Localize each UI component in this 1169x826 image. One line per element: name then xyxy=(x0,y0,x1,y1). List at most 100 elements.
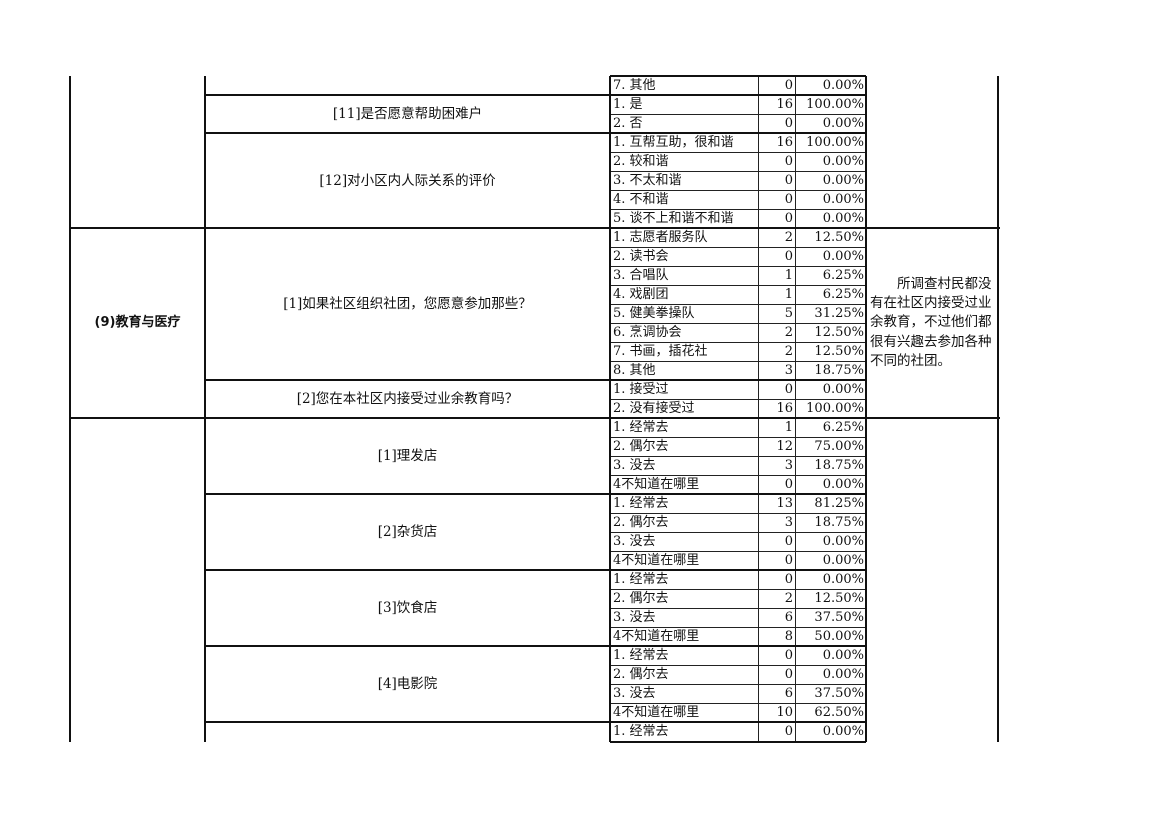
option-percent: 62.50% xyxy=(795,703,867,723)
option-count: 16 xyxy=(758,399,796,419)
section-note xyxy=(868,418,996,741)
option-count: 2 xyxy=(758,589,796,609)
divider xyxy=(205,94,867,96)
option-count: 12 xyxy=(758,437,796,457)
section-note xyxy=(868,76,996,228)
option-count: 3 xyxy=(758,513,796,533)
option-label: 3. 不太和谐 xyxy=(610,171,759,191)
option-label: 2. 较和谐 xyxy=(610,152,759,172)
question-label: [12]对小区内人际关系的评价 xyxy=(319,172,496,189)
option-percent: 0.00% xyxy=(795,209,867,229)
option-count: 0 xyxy=(758,380,796,400)
option-label: 1. 经常去 xyxy=(610,418,759,438)
option-percent: 18.75% xyxy=(795,513,867,533)
option-percent: 12.50% xyxy=(795,589,867,609)
option-percent: 81.25% xyxy=(795,494,867,514)
divider xyxy=(204,76,206,742)
option-percent: 0.00% xyxy=(795,380,867,400)
option-percent: 0.00% xyxy=(795,171,867,191)
option-percent: 0.00% xyxy=(795,532,867,552)
option-count: 2 xyxy=(758,342,796,362)
option-percent: 12.50% xyxy=(795,342,867,362)
option-count: 0 xyxy=(758,570,796,590)
option-percent: 18.75% xyxy=(795,361,867,381)
option-label: 2. 偶尔去 xyxy=(610,589,759,609)
divider xyxy=(997,76,999,742)
option-count: 6 xyxy=(758,608,796,628)
option-label: 7. 其他 xyxy=(610,76,759,96)
question-label xyxy=(205,76,610,95)
option-count: 13 xyxy=(758,494,796,514)
option-count: 0 xyxy=(758,209,796,229)
divider xyxy=(205,493,867,495)
option-percent: 0.00% xyxy=(795,475,867,495)
option-count: 0 xyxy=(758,76,796,96)
option-label: 4不知道在哪里 xyxy=(610,475,759,495)
option-percent: 0.00% xyxy=(795,190,867,210)
option-label: 3. 没去 xyxy=(610,532,759,552)
option-percent: 37.50% xyxy=(795,684,867,704)
option-percent: 0.00% xyxy=(795,570,867,590)
section-label: (9)教育与医疗 xyxy=(94,315,181,330)
divider xyxy=(610,75,866,77)
option-label: 7. 书画，插花社 xyxy=(610,342,759,362)
option-count: 16 xyxy=(758,95,796,115)
option-count: 10 xyxy=(758,703,796,723)
option-label: 8. 其他 xyxy=(610,361,759,381)
option-label: 1. 经常去 xyxy=(610,646,759,666)
option-label: 4. 不和谐 xyxy=(610,190,759,210)
option-percent: 18.75% xyxy=(795,456,867,476)
option-label: 1. 经常去 xyxy=(610,570,759,590)
option-percent: 6.25% xyxy=(795,418,867,438)
option-label: 2. 否 xyxy=(610,114,759,134)
option-label: 2. 读书会 xyxy=(610,247,759,267)
option-percent: 0.00% xyxy=(795,76,867,96)
option-count: 0 xyxy=(758,190,796,210)
option-label: 4. 戏剧团 xyxy=(610,285,759,305)
option-percent: 31.25% xyxy=(795,304,867,324)
question-label: [4]电影院 xyxy=(377,676,438,692)
question-label: [1]理发店 xyxy=(377,448,438,464)
option-label: 5. 谈不上和谐不和谐 xyxy=(610,209,759,229)
option-label: 2. 偶尔去 xyxy=(610,665,759,685)
question-label: [2]您在本社区内接受过业余教育吗？ xyxy=(296,391,519,407)
option-label: 1. 志愿者服务队 xyxy=(610,228,759,248)
option-count: 1 xyxy=(758,418,796,438)
option-count: 0 xyxy=(758,646,796,666)
option-label: 3. 没去 xyxy=(610,456,759,476)
question-label xyxy=(205,722,610,741)
option-count: 8 xyxy=(758,627,796,647)
option-label: 1. 接受过 xyxy=(610,380,759,400)
divider xyxy=(610,741,866,743)
option-percent: 100.00% xyxy=(795,95,867,115)
option-label: 5. 健美拳操队 xyxy=(610,304,759,324)
option-percent: 0.00% xyxy=(795,646,867,666)
option-count: 5 xyxy=(758,304,796,324)
option-label: 4不知道在哪里 xyxy=(610,627,759,647)
option-count: 1 xyxy=(758,285,796,305)
option-label: 1. 互帮互助，很和谐 xyxy=(610,133,759,153)
divider xyxy=(609,76,611,742)
option-count: 2 xyxy=(758,323,796,343)
option-percent: 0.00% xyxy=(795,247,867,267)
option-label: 2. 偶尔去 xyxy=(610,437,759,457)
option-label: 2. 偶尔去 xyxy=(610,513,759,533)
divider xyxy=(205,569,867,571)
question-label: [3]饮食店 xyxy=(377,600,438,616)
divider xyxy=(205,645,867,647)
divider xyxy=(865,76,867,742)
option-percent: 100.00% xyxy=(795,399,867,419)
section-label xyxy=(70,76,205,228)
option-label: 3. 合唱队 xyxy=(610,266,759,286)
option-label: 3. 没去 xyxy=(610,684,759,704)
section-note: 所调查村民都没有在社区内接受过业余教育，不过他们都很有兴趣去参加各种不同的社团。 xyxy=(870,275,992,369)
option-count: 6 xyxy=(758,684,796,704)
option-label: 3. 没去 xyxy=(610,608,759,628)
option-percent: 12.50% xyxy=(795,323,867,343)
option-label: 2. 没有接受过 xyxy=(610,399,759,419)
option-count: 2 xyxy=(758,228,796,248)
divider xyxy=(69,76,71,742)
divider xyxy=(70,417,1000,419)
option-label: 4不知道在哪里 xyxy=(610,551,759,571)
option-label: 1. 经常去 xyxy=(610,494,759,514)
